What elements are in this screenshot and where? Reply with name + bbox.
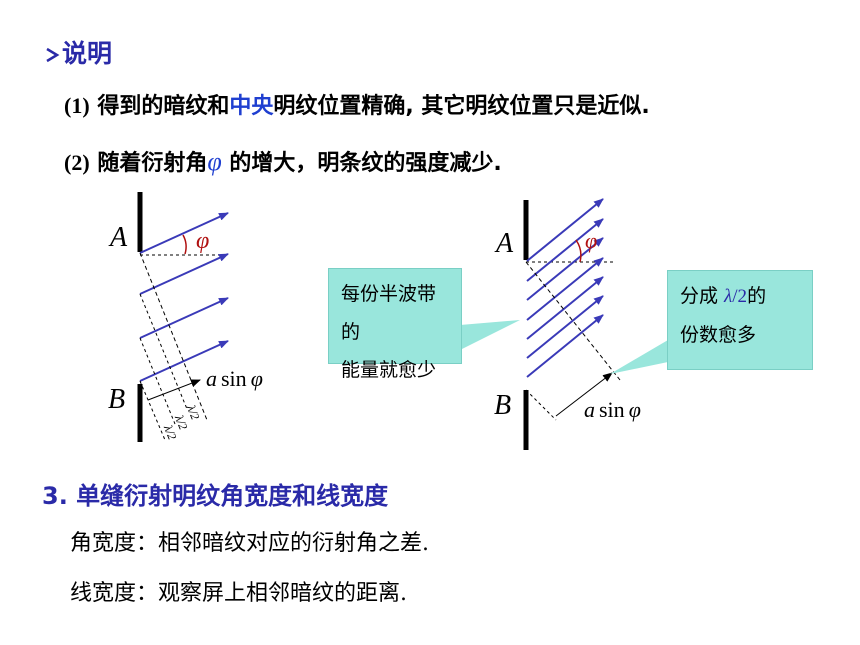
linear-width-definition: 线宽度：观察屏上相邻暗纹的距离. xyxy=(70,581,407,606)
right-slit-diagram xyxy=(523,198,621,450)
right-callout-line-1: 分成 λ/2的 xyxy=(680,277,800,316)
right-ray-5 xyxy=(526,276,604,340)
angular-width-definition: 角宽度：相邻暗纹对应的衍射角之差. xyxy=(70,531,429,556)
arrow-bullet-icon xyxy=(44,39,60,68)
right-label-a: A xyxy=(496,228,514,259)
right-sin-phi: φ xyxy=(628,397,641,422)
note-2-phi-symbol: φ xyxy=(207,147,222,176)
right-sin-word: sin xyxy=(599,397,625,422)
right-callout-pointer xyxy=(610,340,668,374)
note-line-1: (1) 得到的暗纹和中央明纹位置精确, 其它明纹位置只是近似. xyxy=(64,88,650,120)
left-callout-pointer xyxy=(460,320,520,350)
right-callout-suffix: 的 xyxy=(747,285,767,307)
right-ray-6 xyxy=(526,295,604,359)
left-angle-arc xyxy=(182,234,187,255)
right-ray-1 xyxy=(526,198,604,262)
left-ray-3 xyxy=(139,297,229,339)
right-callout-prefix: 分成 xyxy=(680,285,725,307)
left-ray-2 xyxy=(139,253,229,295)
right-ray-7 xyxy=(526,314,604,378)
left-label-b: B xyxy=(108,384,126,415)
note-1-text-before: 得到的暗纹和 xyxy=(89,94,230,119)
left-callout: 每份半波带的 能量就愈少 xyxy=(328,268,462,381)
left-path-diff-arrow xyxy=(147,379,201,401)
left-ray-1 xyxy=(139,212,229,254)
left-slit-diagram xyxy=(137,192,230,442)
section-3-title: 3. 单缝衍射明纹角宽度和线宽度 xyxy=(42,482,389,510)
right-lower-dashed-line xyxy=(525,389,557,421)
left-wavefront-line xyxy=(139,252,208,421)
left-angle-phi: φ xyxy=(196,228,210,254)
right-angle-arc xyxy=(575,239,582,263)
section-title: 说明 xyxy=(44,34,112,70)
left-sin-word: sin xyxy=(221,366,247,391)
right-ray-4 xyxy=(526,257,604,321)
right-ray-3 xyxy=(526,237,604,301)
right-callout-slash2: /2 xyxy=(732,286,748,307)
left-a-symbol: a xyxy=(206,366,217,391)
note-1-text-after: 明纹位置精确, 其它明纹位置只是近似. xyxy=(273,94,650,119)
right-callout: 分成 λ/2的 份数愈多 xyxy=(667,270,813,370)
left-sin-phi: φ xyxy=(250,366,263,391)
right-angle-phi: φ xyxy=(585,228,598,253)
left-zone-divider-1 xyxy=(139,293,188,410)
left-label-a: A xyxy=(110,222,128,253)
left-zone-divider-2 xyxy=(139,337,176,425)
note-1-number: (1) xyxy=(64,93,90,118)
right-callout-line-2: 份数愈多 xyxy=(680,324,757,346)
right-a-symbol: a xyxy=(584,397,595,422)
left-zone-divider-3 xyxy=(139,380,166,441)
right-rays xyxy=(526,198,604,378)
left-callout-line-1: 每份半波带的 xyxy=(341,283,437,343)
right-callout-lambda: λ xyxy=(724,286,733,307)
note-2-text-after: 的增大，明条纹的强度减少. xyxy=(221,151,502,176)
note-1-highlight: 中央 xyxy=(229,94,274,119)
note-line-2: (2) 随着衍射角φ 的增大，明条纹的强度减少. xyxy=(64,145,502,177)
left-ray-4 xyxy=(139,340,229,382)
title-text: 说明 xyxy=(62,39,113,68)
left-callout-line-2: 能量就愈少 xyxy=(341,359,437,381)
right-label-b: B xyxy=(494,390,512,421)
right-ray-2 xyxy=(526,218,604,282)
right-path-diff-arrow xyxy=(555,372,613,417)
note-2-number: (2) xyxy=(64,150,90,175)
note-2-text-before: 随着衍射角 xyxy=(89,151,208,176)
